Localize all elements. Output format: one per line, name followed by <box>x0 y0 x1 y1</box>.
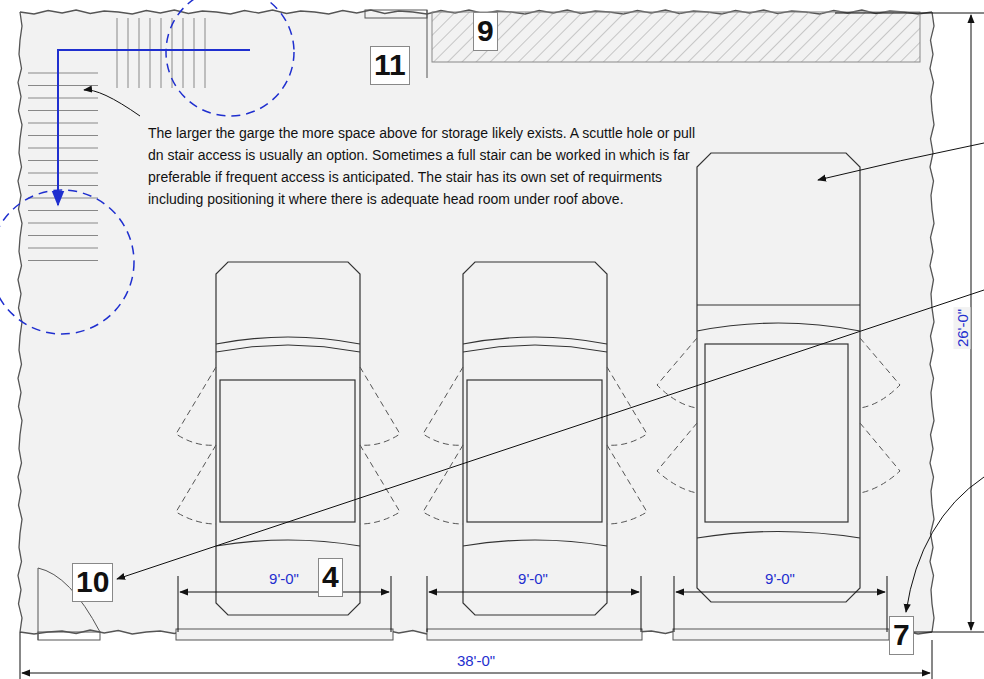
dimension-label: 9'-0" <box>516 570 550 587</box>
dimension-label: 9'-0" <box>763 570 797 587</box>
note-text: The larger the garge the more space abov… <box>148 122 704 210</box>
callout-number: 10 <box>72 563 113 602</box>
dimension-label: 9'-0" <box>267 570 301 587</box>
callout-number: 4 <box>318 558 343 597</box>
floor-area <box>18 10 934 634</box>
dashed-circle <box>166 0 294 116</box>
leader-line <box>117 143 984 612</box>
dimension-label: 38'-0" <box>455 652 497 669</box>
dashed-circle <box>0 190 134 334</box>
garage-door <box>176 629 889 640</box>
callout-number: 9 <box>473 12 498 51</box>
callout-number: 7 <box>889 616 914 655</box>
wall-break-lines <box>18 10 934 634</box>
truck <box>657 153 900 602</box>
car <box>176 262 400 615</box>
dimension-lines <box>20 13 984 679</box>
leader-line <box>84 90 140 116</box>
car <box>423 262 647 615</box>
dimension-label: 26'-0" <box>954 307 971 349</box>
hatched-area <box>432 12 920 62</box>
callout-number: 11 <box>370 46 410 85</box>
